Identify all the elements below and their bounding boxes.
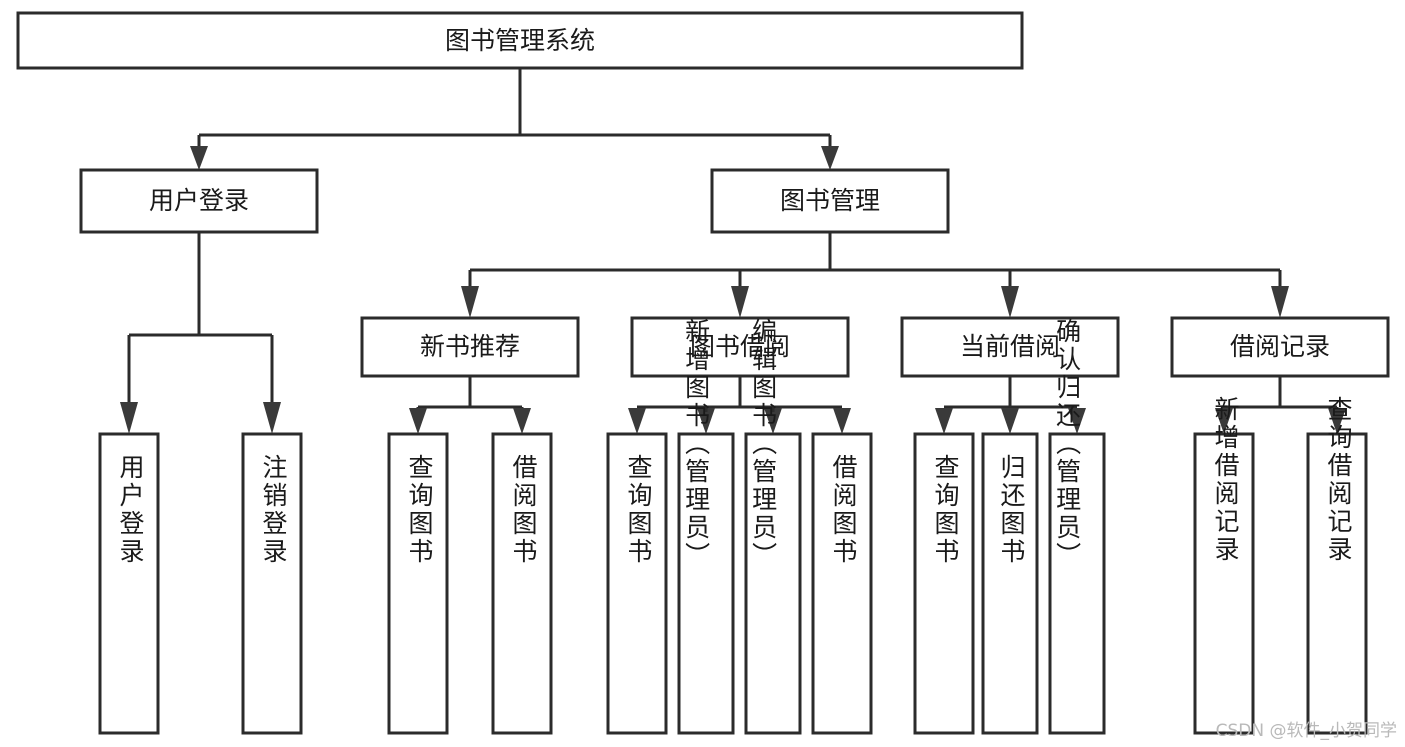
- node-new-book-recommend[interactable]: 新书推荐: [360, 316, 580, 378]
- arrowhead-leaf-query-record: [1328, 408, 1346, 434]
- node-borrow-record-box[interactable]: [1170, 316, 1390, 378]
- leaf-query-book-3-label: 查询图书: [931, 454, 960, 566]
- node-root-label: 图书管理系统: [445, 26, 595, 55]
- leaf-logout[interactable]: 注销登录: [241, 432, 303, 735]
- arrowhead-book-borrow: [731, 286, 749, 318]
- node-borrow-record[interactable]: 借阅记录: [1170, 316, 1390, 378]
- leaf-logout-label: 注销登录: [259, 454, 288, 566]
- leaf-return-book-box[interactable]: [981, 432, 1039, 735]
- leaf-query-book-2-label: 查询图书: [624, 454, 653, 566]
- leaf-user-login[interactable]: 用户登录: [98, 432, 160, 735]
- node-book-manage-box[interactable]: [710, 168, 950, 234]
- leaf-borrow-book-1-box[interactable]: [491, 432, 553, 735]
- leaf-user-login-label: 用户登录: [116, 454, 145, 566]
- node-book-borrow[interactable]: 图书借阅: [630, 316, 850, 378]
- leaf-confirm-return-label: 确认归还（管理员）: [1053, 318, 1082, 570]
- arrowhead-leaf-query-book-2: [628, 408, 646, 434]
- arrowhead-user-login: [190, 146, 208, 170]
- leaf-query-book-1-label: 查询图书: [405, 454, 434, 566]
- leaf-borrow-book-1-label: 借阅图书: [509, 454, 538, 566]
- leaf-add-record-label: 新增借阅记录: [1211, 396, 1240, 564]
- arrowhead-current-borrow: [1001, 286, 1019, 318]
- node-new-book-recommend-label: 新书推荐: [420, 332, 520, 361]
- leaf-add-record[interactable]: 新增借阅记录: [1193, 396, 1255, 735]
- node-current-borrow-box[interactable]: [900, 316, 1120, 378]
- leaf-query-book-3-box[interactable]: [913, 432, 975, 735]
- connector-layer: [120, 68, 1346, 434]
- leaf-add-book-box[interactable]: [677, 432, 735, 735]
- leaf-return-book[interactable]: 归还图书: [981, 432, 1039, 735]
- arrowhead-new-book-recommend: [461, 286, 479, 318]
- leaf-user-login-box[interactable]: [98, 432, 160, 735]
- node-borrow-record-label: 借阅记录: [1230, 332, 1330, 361]
- leaf-confirm-return-box[interactable]: [1048, 432, 1106, 735]
- leaf-edit-book[interactable]: 编辑图书（管理员）: [744, 318, 802, 735]
- leaf-borrow-book-2-box[interactable]: [811, 432, 873, 735]
- node-user-login[interactable]: 用户登录: [79, 168, 319, 234]
- node-new-book-recommend-box[interactable]: [360, 316, 580, 378]
- leaf-logout-box[interactable]: [241, 432, 303, 735]
- arrowhead-leaf-borrow-book-1: [513, 408, 531, 434]
- arrowhead-borrow-record: [1271, 286, 1289, 318]
- node-root[interactable]: 图书管理系统: [16, 11, 1024, 70]
- leaf-add-book-label: 新增图书（管理员）: [682, 318, 711, 570]
- node-current-borrow-label: 当前借阅: [960, 332, 1060, 361]
- node-book-borrow-box[interactable]: [630, 316, 850, 378]
- leaf-edit-book-box[interactable]: [744, 432, 802, 735]
- arrowhead-leaf-return-book: [1001, 408, 1019, 434]
- arrowhead-leaf-add-book: [697, 408, 715, 434]
- arrowhead-leaf-query-book-3: [935, 408, 953, 434]
- leaf-borrow-book-2[interactable]: 借阅图书: [811, 432, 873, 735]
- node-book-manage[interactable]: 图书管理: [710, 168, 950, 234]
- leaf-borrow-book-2-label: 借阅图书: [829, 454, 858, 566]
- arrowhead-book-manage: [821, 146, 839, 170]
- node-current-borrow[interactable]: 当前借阅: [900, 316, 1120, 378]
- node-book-manage-label: 图书管理: [780, 186, 880, 215]
- arrowhead-leaf-query-book-1: [409, 408, 427, 434]
- leaf-query-book-2-box[interactable]: [606, 432, 668, 735]
- arrowhead-leaf-user-login: [120, 402, 138, 434]
- arrowhead-leaf-borrow-book-2: [833, 408, 851, 434]
- arrowhead-leaf-logout: [263, 402, 281, 434]
- leaf-query-record-label: 查询借阅记录: [1324, 396, 1353, 564]
- leaf-add-book[interactable]: 新增图书（管理员）: [677, 318, 735, 735]
- leaf-query-book-3[interactable]: 查询图书: [913, 432, 975, 735]
- arrowhead-leaf-add-record: [1215, 408, 1233, 434]
- leaf-return-book-label: 归还图书: [997, 454, 1026, 566]
- leaf-borrow-book-1[interactable]: 借阅图书: [491, 432, 553, 735]
- leaf-query-record-box[interactable]: [1306, 432, 1368, 735]
- leaf-add-record-box[interactable]: [1193, 432, 1255, 735]
- node-user-login-box[interactable]: [79, 168, 319, 234]
- arrowhead-leaf-confirm-return: [1068, 408, 1086, 434]
- leaf-query-book-2[interactable]: 查询图书: [606, 432, 668, 735]
- node-user-login-label: 用户登录: [149, 186, 249, 215]
- node-root-box[interactable]: [16, 11, 1024, 70]
- node-book-borrow-label: 图书借阅: [690, 332, 790, 361]
- leaf-edit-book-label: 编辑图书（管理员）: [749, 318, 778, 570]
- leaf-query-record[interactable]: 查询借阅记录: [1306, 396, 1368, 735]
- leaf-query-book-1-box[interactable]: [387, 432, 449, 735]
- leaf-query-book-1[interactable]: 查询图书: [387, 432, 449, 735]
- leaf-confirm-return[interactable]: 确认归还（管理员）: [1048, 318, 1106, 735]
- arrowhead-leaf-edit-book: [764, 408, 782, 434]
